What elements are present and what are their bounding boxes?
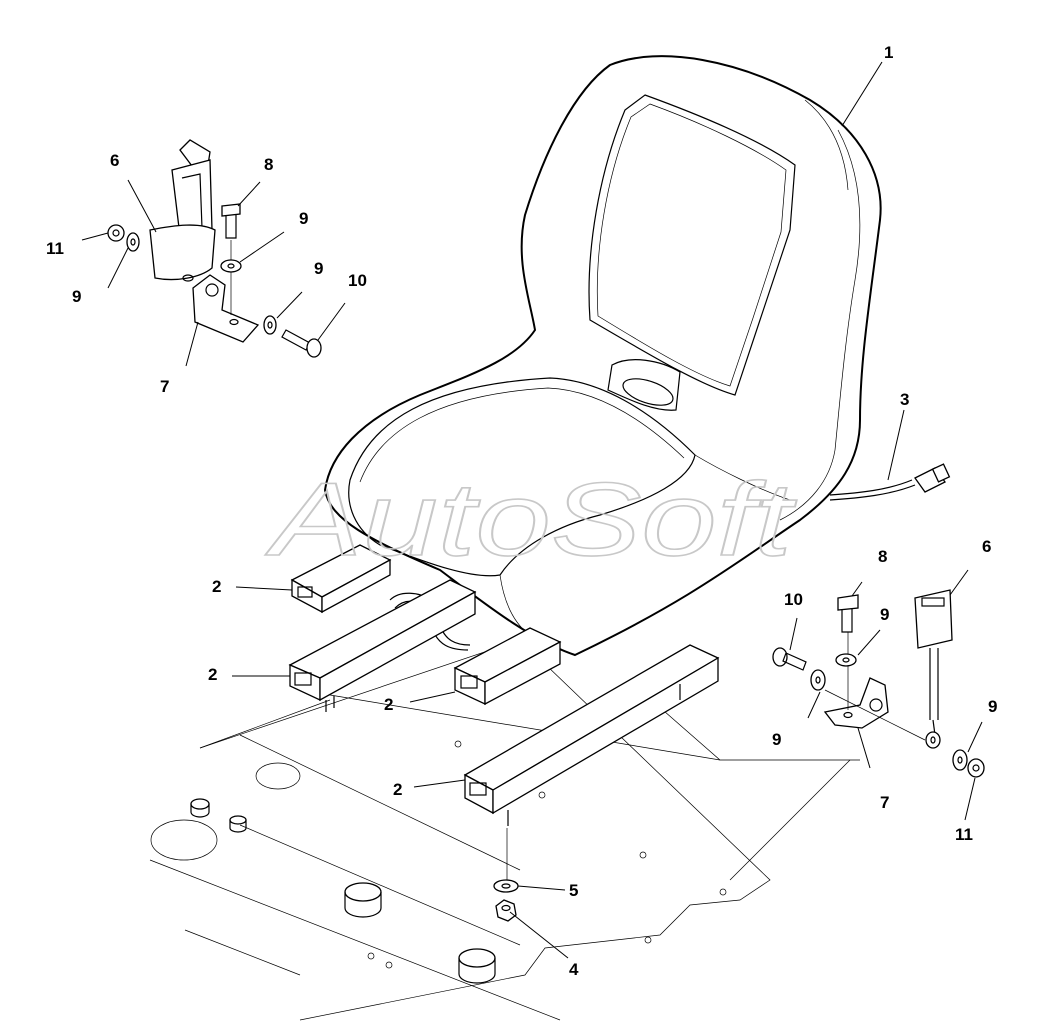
callout-3: 3 (900, 390, 909, 409)
callout-9: 9 (299, 209, 308, 228)
callout-labels: 1 2 2 2 2 3 4 5 6 6 7 7 8 8 9 9 9 9 9 9 … (46, 43, 997, 979)
callout-6: 6 (110, 151, 119, 170)
callout-7: 7 (880, 793, 889, 812)
callout-7: 7 (160, 377, 169, 396)
callout-5: 5 (569, 881, 578, 900)
callout-8: 8 (264, 155, 273, 174)
callout-4: 4 (569, 960, 579, 979)
callout-8: 8 (878, 547, 887, 566)
callout-9: 9 (880, 605, 889, 624)
left-seatbelt-assembly (107, 139, 322, 358)
callout-10: 10 (784, 590, 803, 609)
seat (323, 55, 951, 657)
callout-1: 1 (884, 43, 893, 62)
callout-11: 11 (46, 239, 64, 258)
seat-rails (288, 544, 720, 880)
callout-2: 2 (393, 780, 402, 799)
watermark: AutoSoft (264, 462, 797, 578)
callout-10: 10 (348, 271, 367, 290)
floor-plate (149, 639, 860, 1021)
callout-2: 2 (208, 665, 217, 684)
washer-and-nut (493, 879, 519, 922)
callout-11: 11 (955, 825, 973, 844)
callout-9: 9 (72, 287, 81, 306)
callout-9: 9 (772, 730, 781, 749)
callout-9: 9 (988, 697, 997, 716)
callout-2: 2 (212, 577, 221, 596)
leader-lines (81, 61, 983, 959)
right-seatbelt-assembly (772, 589, 985, 778)
callout-9: 9 (314, 259, 323, 278)
callout-6: 6 (982, 537, 991, 556)
callout-2: 2 (384, 695, 393, 714)
